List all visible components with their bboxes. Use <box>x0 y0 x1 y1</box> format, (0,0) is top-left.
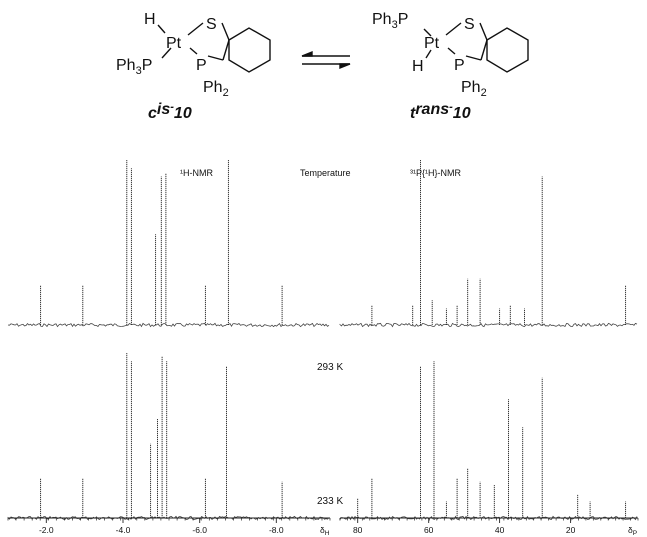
phosphorus-label: P <box>454 57 465 74</box>
pph3-p: P <box>398 11 409 28</box>
ph2-sub: 2 <box>223 87 229 99</box>
p-nmr-panel: 80 60 40 20 δP <box>339 160 639 537</box>
svg-text:Ph2: Ph2 <box>203 79 229 99</box>
p-nmr-tick-label: 40 <box>495 525 505 535</box>
p-nmr-title: ³¹P{¹H}-NMR <box>410 168 461 178</box>
cis-label-c: c <box>148 105 157 122</box>
sulfur-label: S <box>206 16 217 33</box>
sulfur-label: S <box>464 16 475 33</box>
trans-label-t: t <box>410 105 416 122</box>
h-nmr-tick-label: -2.0 <box>39 525 54 535</box>
svg-text:Ph2: Ph2 <box>461 79 487 99</box>
ph2-ph: Ph <box>461 79 481 96</box>
svg-text:trans-10: trans-10 <box>410 101 471 122</box>
temp-233: 233 K <box>317 496 343 507</box>
pph3-ph: Ph <box>372 11 392 28</box>
temp-293: 293 K <box>317 362 343 373</box>
cis-label-is: is <box>157 101 170 118</box>
hydride-label: H <box>144 11 156 28</box>
h-nmr-axis-label: δH <box>320 525 330 537</box>
pph3-sub: 3 <box>392 19 398 31</box>
h-nmr-baseline-0 <box>7 322 330 328</box>
cis-10-atoms: H Pt S Ph3P P Ph2 cis-10 <box>116 11 229 122</box>
platinum-label: Pt <box>424 35 440 52</box>
h-nmr-tick-label: -6.0 <box>192 525 207 535</box>
trans-label-num: 10 <box>453 105 471 122</box>
pph3-p: P <box>142 57 153 74</box>
svg-text:Ph3P: Ph3P <box>116 57 152 77</box>
equilibrium-arrows <box>301 50 351 70</box>
h-nmr-tick-label: -4.0 <box>116 525 131 535</box>
h-nmr-panel: -2.0 -4.0 -6.0 -8.0 δH <box>7 160 331 537</box>
temperature-header: Temperature <box>300 168 351 178</box>
trans-label-rans: rans <box>415 101 449 118</box>
p-nmr-tick-label: 80 <box>353 525 363 535</box>
p-nmr-baseline-0 <box>339 322 638 328</box>
pph3-ph: Ph <box>116 57 136 74</box>
p-nmr-axis-label: δP <box>628 525 637 537</box>
cis-label-minus: - <box>170 101 174 113</box>
trans-10-structure <box>423 22 529 73</box>
svg-text:Ph3P: Ph3P <box>372 11 408 31</box>
platinum-label: Pt <box>166 35 182 52</box>
p-nmr-tick-label: 60 <box>424 525 434 535</box>
phosphorus-label: P <box>196 57 207 74</box>
hydride-label: H <box>412 58 424 75</box>
pph3-sub: 3 <box>136 65 142 77</box>
cis-10-structure <box>157 22 271 73</box>
cis-label-num: 10 <box>174 105 192 122</box>
h-nmr-title: ¹H-NMR <box>180 168 213 178</box>
svg-text:cis-10: cis-10 <box>148 101 192 122</box>
h-nmr-tick-label: -8.0 <box>269 525 284 535</box>
p-nmr-tick-label: 20 <box>566 525 576 535</box>
trans-10-atoms: Ph3P Pt S H P Ph2 trans-10 <box>372 11 487 122</box>
ph2-sub: 2 <box>481 87 487 99</box>
trans-label-minus: - <box>449 101 453 113</box>
ph2-ph: Ph <box>203 79 223 96</box>
